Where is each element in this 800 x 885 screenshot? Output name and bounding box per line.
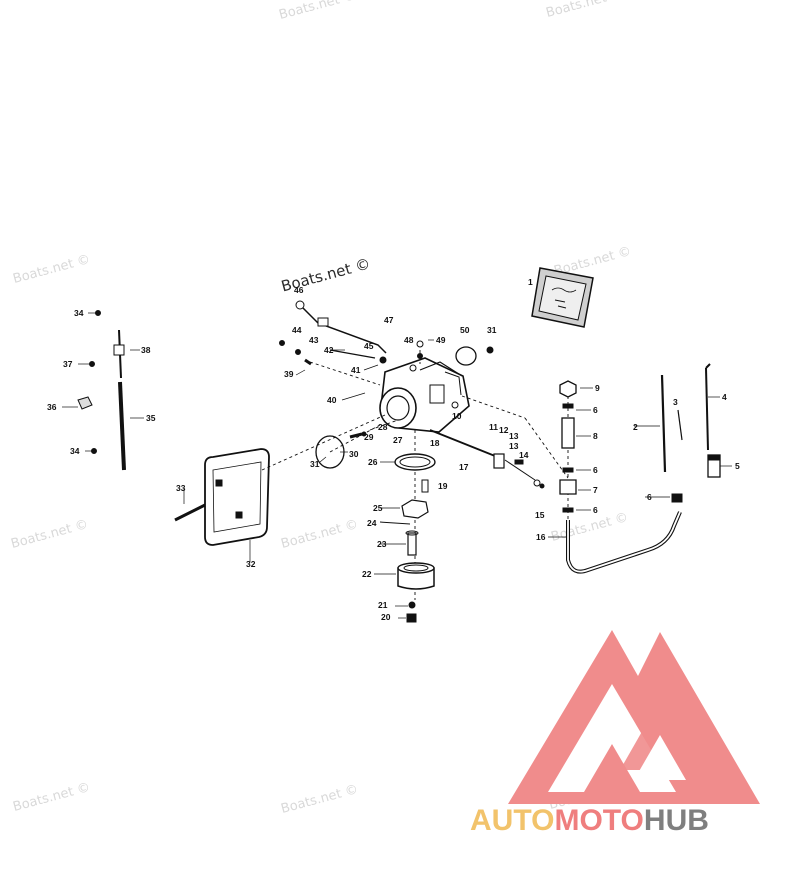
callout-label: 13 [509,441,519,451]
callout-label: 27 [393,435,403,445]
callout-label: 6 [647,492,652,502]
callout-label: 6 [593,405,598,415]
automotohub-wordmark: AUTOMOTOHUB [470,804,800,844]
callout-label: 47 [384,315,394,325]
callout-label: 33 [176,483,186,493]
brand-hub: HUB [643,804,709,837]
callout-label: 39 [284,369,294,379]
callout-label: 41 [351,365,361,375]
callout-label: 44 [292,325,302,335]
callout-label: 4 [722,392,727,402]
callout-label: 31 [310,459,320,469]
air-silencer [204,448,270,546]
callout-label: 38 [141,345,151,355]
callout-label: 12 [499,425,509,435]
callout-label: 35 [146,413,156,423]
callout-label: 50 [460,325,470,335]
callout-label: 6 [593,465,598,475]
callout-label: 32 [246,559,256,569]
callout-label: 48 [404,335,414,345]
callout-label: 14 [519,450,529,460]
callout-label: 10 [452,411,462,421]
callout-label: 31 [487,325,497,335]
carburetor-body [379,357,470,433]
callout-label: 29 [364,432,374,442]
callout-label: 9 [595,383,600,393]
callout-label: 13 [509,431,519,441]
callout-label: 34 [74,308,84,318]
callout-label: 25 [373,503,383,513]
callout-label: 46 [294,285,304,295]
callout-label: 6 [593,505,598,515]
callout-label: 8 [593,431,598,441]
brand-auto: AUTO [470,804,555,837]
callout-label: 26 [368,457,378,467]
callout-label: 21 [378,600,388,610]
callout-label: 16 [536,532,546,542]
callout-label: 2 [633,422,638,432]
callout-label: 20 [381,612,391,622]
callout-label: 36 [47,402,57,412]
callout-label: 49 [436,335,446,345]
brand-moto: MOTO [554,804,644,837]
callout-label: 19 [438,481,448,491]
callout-label: 18 [430,438,440,448]
callout-label: 23 [377,539,387,549]
callout-label: 24 [367,518,377,528]
repair-kit-box [531,267,594,328]
callout-label: 37 [63,359,73,369]
callout-label: 11 [489,422,498,432]
callout-label: 45 [364,341,374,351]
callout-label: 30 [349,449,359,459]
callout-label: 1 [528,277,533,287]
callout-label: 34 [70,446,80,456]
callout-label: 22 [362,569,372,579]
automotohub-logo-icon [508,630,760,804]
callout-label: 17 [459,462,469,472]
callout-label: 40 [327,395,337,405]
callout-label: 5 [735,461,740,471]
callout-label: 43 [309,335,319,345]
callout-label: 15 [535,510,545,520]
callout-label: 7 [593,485,598,495]
callout-label: 3 [673,397,678,407]
callout-label: 42 [324,345,334,355]
throttle-link-rod [77,329,126,471]
callout-label: 28 [378,422,388,432]
